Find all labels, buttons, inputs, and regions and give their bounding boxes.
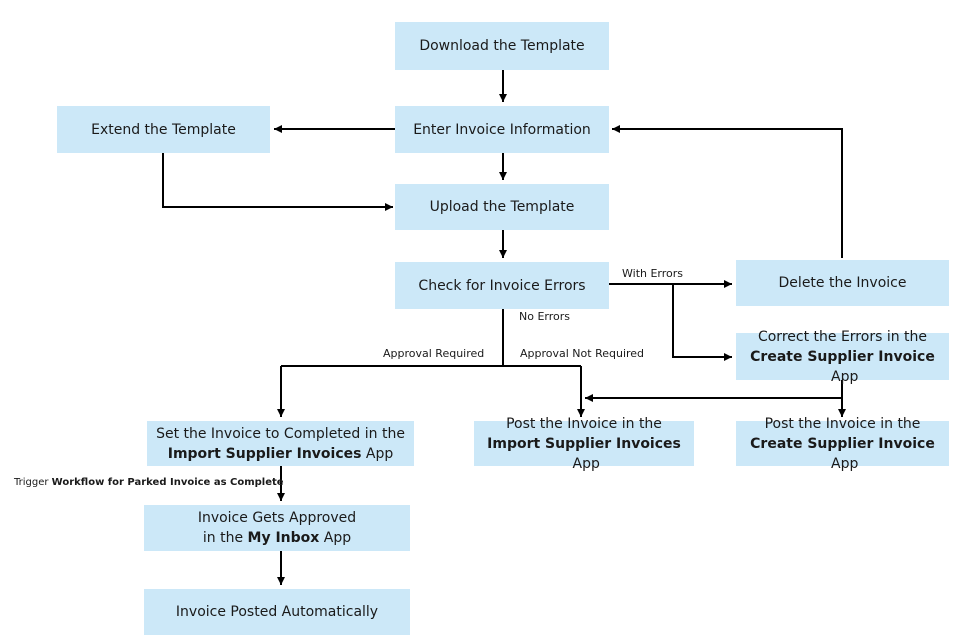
node-line: Create Supplier Invoice App [736, 347, 949, 387]
node-line: Import Supplier Invoices App [474, 434, 694, 474]
edge-label-no-errors: No Errors [519, 310, 570, 323]
app-suffix: App [826, 368, 859, 385]
node-post-invoice-import: Post the Invoice in the Import Supplier … [474, 416, 694, 472]
trigger-prefix: Trigger [14, 477, 52, 488]
arrow-delete-to-enter [612, 125, 843, 258]
node-line: Import Supplier Invoices App [168, 444, 394, 464]
node-label: Download the Template [419, 38, 585, 54]
trigger-workflow-name: Workflow for Parked Invoice as Complete [51, 477, 284, 488]
app-name: Create Supplier Invoice [750, 348, 935, 365]
app-suffix: App [361, 445, 394, 462]
node-download-template: Download the Template [395, 22, 609, 70]
node-label: Delete the Invoice [778, 275, 907, 291]
node-post-invoice-create: Post the Invoice in the Create Supplier … [736, 416, 949, 472]
node-enter-invoice-information: Enter Invoice Information [395, 106, 609, 153]
node-check-invoice-errors: Check for Invoice Errors [395, 262, 609, 309]
app-name: My Inbox [247, 530, 320, 546]
node-line: Set the Invoice to Completed in the [156, 425, 405, 442]
arrow-check-to-correct [672, 284, 732, 361]
app-name: Import Supplier Invoices [487, 435, 681, 452]
node-invoice-posted-automatically: Invoice Posted Automatically [144, 589, 410, 635]
edge-label-trigger-workflow: Trigger Workflow for Parked Invoice as C… [14, 476, 284, 490]
app-name: Import Supplier Invoices [167, 445, 362, 462]
app-prefix: in the [202, 530, 248, 546]
node-label: Enter Invoice Information [413, 121, 591, 138]
node-line: Create Supplier Invoice App [736, 434, 949, 474]
edge-label-approval-required: Approval Required [383, 347, 485, 360]
node-line: Correct the Errors in the [757, 328, 928, 345]
node-delete-invoice: Delete the Invoice [736, 260, 949, 306]
node-set-invoice-completed: Set the Invoice to Completed in the Impo… [147, 421, 414, 466]
edge-label-approval-not-required: Approval Not Required [520, 347, 645, 360]
node-line: Post the Invoice in the [506, 415, 662, 432]
app-suffix: App [568, 455, 600, 472]
edge-label-with-errors: With Errors [622, 267, 684, 280]
node-label: Invoice Posted Automatically [175, 604, 379, 620]
node-line: Invoice Gets Approved [197, 510, 357, 526]
node-extend-template: Extend the Template [57, 106, 270, 153]
arrow-extend-to-upload [162, 153, 393, 211]
node-label: Check for Invoice Errors [418, 277, 586, 294]
node-label: Upload the Template [429, 199, 575, 215]
app-suffix: App [826, 455, 859, 472]
node-correct-errors: Correct the Errors in the Create Supplie… [736, 329, 949, 385]
app-suffix: App [319, 530, 352, 546]
node-line: Post the Invoice in the [764, 415, 921, 432]
node-upload-template: Upload the Template [395, 184, 609, 230]
node-line: in the My Inbox App [203, 528, 351, 548]
app-name: Create Supplier Invoice [750, 435, 935, 452]
node-label: Extend the Template [91, 121, 236, 138]
node-invoice-approved: Invoice Gets Approved in the My Inbox Ap… [144, 505, 410, 551]
